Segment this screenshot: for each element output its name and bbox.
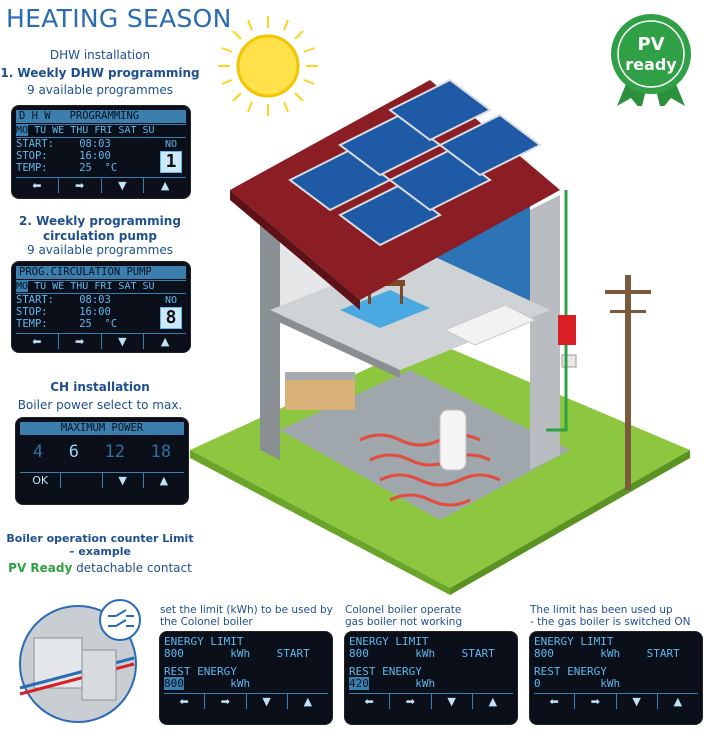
lcd-header: D H W PROGRAMMING	[16, 110, 186, 123]
rest-energy-label: REST ENERGY	[164, 665, 237, 678]
power-option[interactable]: 12	[104, 442, 126, 462]
dhw-item2-sub: 9 available programmes	[27, 243, 173, 257]
down-arrow-icon[interactable]: ▼	[103, 473, 144, 488]
badge-line2: ready	[625, 55, 677, 74]
pv-ready-label: PV Ready detachable contact	[8, 561, 192, 575]
lcd-energy-limit-set: ENERGY LIMIT 800 kWh START REST ENERGY 8…	[160, 632, 332, 724]
right-arrow-icon[interactable]: ➡	[205, 694, 247, 709]
up-arrow-icon[interactable]: ▲	[159, 474, 169, 487]
lcd-maximum-power: MAXIMUM POWER 4 6 12 18 OK ▼ ▲	[16, 418, 188, 504]
bottom-caption-3: The limit has been used up- the gas boil…	[530, 604, 691, 628]
empty-button[interactable]	[61, 473, 103, 488]
badge-line1: PV	[637, 34, 664, 55]
lcd-temp: TEMP: 25 °C	[16, 318, 118, 330]
program-number: NO 8	[160, 295, 182, 330]
lcd-energy-colonel-operating: ENERGY LIMIT 800 kWh START REST ENERGY 4…	[345, 632, 517, 724]
counter-label: Boiler operation counter Limit– example	[6, 532, 194, 558]
down-arrow-icon[interactable]: ▼	[247, 694, 288, 709]
right-arrow-icon[interactable]: ➡	[575, 694, 617, 709]
lcd-button-bar: OK ▼ ▲	[20, 472, 184, 488]
rest-energy-row: 800 kWh	[164, 677, 251, 690]
lcd-button-bar: ⬅ ➡ ▼ ▲	[534, 693, 698, 709]
lcd-button-bar: ⬅ ➡ ▼ ▲	[349, 693, 513, 709]
energy-limit-label: ENERGY LIMIT	[534, 635, 614, 648]
lcd-start: START: 08:03	[16, 138, 111, 150]
lcd-header: MAXIMUM POWER	[20, 422, 184, 435]
left-arrow-icon[interactable]: ⬅	[16, 334, 59, 349]
lcd-start: START: 08:03	[16, 294, 111, 306]
energy-limit-row: 800 kWh START	[349, 647, 495, 660]
down-arrow-icon[interactable]: ▼	[102, 334, 145, 349]
left-arrow-icon[interactable]: ⬅	[534, 694, 576, 709]
lcd-days: MO TU WE THU FRI SAT SU	[16, 124, 186, 138]
pv-ready-badge: PV ready	[611, 14, 691, 106]
right-arrow-icon[interactable]: ➡	[390, 694, 432, 709]
lcd-header: PROG.CIRCULATION PUMP	[16, 266, 186, 279]
ok-button[interactable]: OK	[20, 473, 62, 488]
up-arrow-icon[interactable]: ▲	[488, 695, 498, 708]
right-arrow-icon[interactable]: ➡	[59, 178, 102, 193]
down-arrow-icon[interactable]: ▼	[617, 694, 658, 709]
power-options: 4 6 12 18	[20, 435, 184, 469]
right-arrow-icon[interactable]: ➡	[59, 334, 102, 349]
left-arrow-icon[interactable]: ⬅	[16, 178, 59, 193]
energy-limit-label: ENERGY LIMIT	[349, 635, 429, 648]
dhw-item1-title: 1. Weekly DHW programming	[0, 66, 200, 80]
down-arrow-icon[interactable]: ▼	[432, 694, 473, 709]
left-arrow-icon[interactable]: ⬅	[164, 694, 206, 709]
lcd-stop: STOP: 16:00	[16, 150, 111, 162]
dhw-item1-sub: 9 available programmes	[27, 83, 173, 97]
ch-section-label: CH installation	[50, 380, 150, 394]
rest-energy-label: REST ENERGY	[349, 665, 422, 678]
up-arrow-icon[interactable]: ▲	[673, 695, 683, 708]
energy-limit-row: 800 kWh START	[164, 647, 310, 660]
down-arrow-icon[interactable]: ▼	[102, 178, 145, 193]
rest-energy-label: REST ENERGY	[534, 665, 607, 678]
program-number: NO 1	[160, 139, 182, 174]
power-option[interactable]: 4	[32, 442, 44, 462]
power-option-selected[interactable]: 6	[68, 442, 79, 462]
rest-energy-row: 0 kWh	[534, 677, 621, 690]
sun-icon	[218, 16, 318, 116]
lcd-dhw-programming: D H W PROGRAMMING MO TU WE THU FRI SAT S…	[12, 106, 190, 198]
energy-limit-label: ENERGY LIMIT	[164, 635, 244, 648]
up-arrow-icon[interactable]: ▲	[160, 335, 170, 348]
house-illustration	[190, 16, 690, 595]
ch-section-sub: Boiler power select to max.	[17, 398, 183, 412]
lcd-button-bar: ⬅ ➡ ▼ ▲	[16, 333, 186, 349]
switch-contact-icon	[108, 609, 134, 627]
detachable-contact-illustration	[19, 599, 141, 723]
lcd-energy-limit-used: ENERGY LIMIT 800 kWh START REST ENERGY 0…	[530, 632, 702, 724]
energy-limit-row: 800 kWh START	[534, 647, 680, 660]
lcd-days: MO TU WE THU FRI SAT SU	[16, 280, 186, 294]
up-arrow-icon[interactable]: ▲	[303, 695, 313, 708]
left-arrow-icon[interactable]: ⬅	[349, 694, 391, 709]
dhw-section-label: DHW installation	[49, 48, 151, 62]
up-arrow-icon[interactable]: ▲	[160, 179, 170, 192]
rest-energy-row: 420 kWh	[349, 677, 436, 690]
lcd-stop: STOP: 16:00	[16, 306, 111, 318]
lcd-button-bar: ⬅ ➡ ▼ ▲	[164, 693, 328, 709]
power-option[interactable]: 18	[150, 442, 172, 462]
lcd-temp: TEMP: 25 °C	[16, 162, 118, 174]
lcd-circulation-pump: PROG.CIRCULATION PUMP MO TU WE THU FRI S…	[12, 262, 190, 352]
lcd-button-bar: ⬅ ➡ ▼ ▲	[16, 177, 186, 193]
page-title: HEATING SEASON	[6, 4, 232, 33]
